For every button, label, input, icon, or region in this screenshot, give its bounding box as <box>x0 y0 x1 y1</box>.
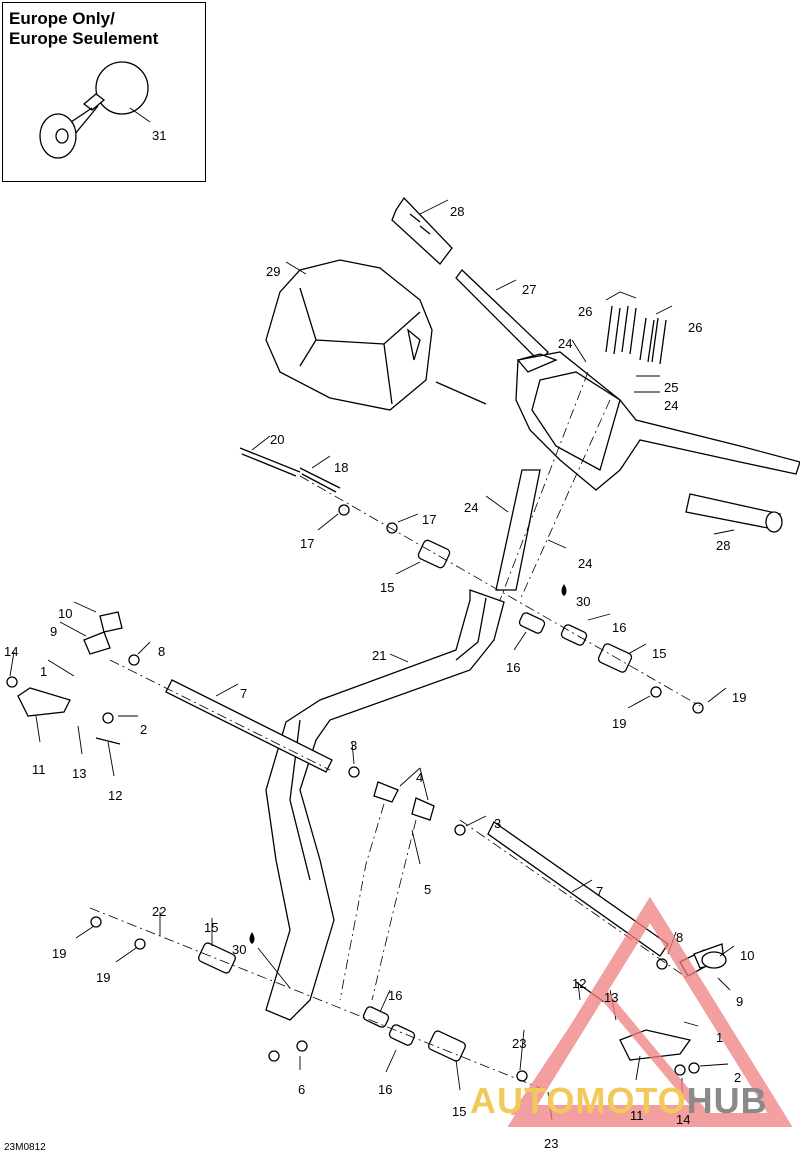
callout-11b: 11 <box>630 1108 644 1123</box>
callout-17b: 17 <box>422 512 436 527</box>
callout-24d: 24 <box>578 556 592 571</box>
europe-only-inset: Europe Only/ Europe Seulement <box>2 2 206 182</box>
callout-19c: 19 <box>52 946 66 961</box>
callout-9b: 9 <box>736 994 743 1009</box>
callout-19b: 19 <box>612 716 626 731</box>
drop-icon <box>561 584 567 596</box>
callout-26a: 26 <box>578 304 592 319</box>
callout-7a: 7 <box>240 686 247 701</box>
callout-19a: 19 <box>732 690 746 705</box>
callout-22: 22 <box>152 904 166 919</box>
callout-13b: 13 <box>604 990 618 1005</box>
inset-title-line2: Europe Seulement <box>9 29 159 48</box>
callout-2b: 2 <box>734 1070 741 1085</box>
callout-6: 6 <box>298 1082 305 1097</box>
callout-16a: 16 <box>612 620 626 635</box>
diagram-code: 23M0812 <box>4 1142 46 1153</box>
callout-25: 25 <box>664 380 678 395</box>
callout-8b: 8 <box>676 930 683 945</box>
callout-labels: 3128292726262425242018241717242815301016… <box>4 128 754 1151</box>
callout-23a: 23 <box>512 1036 526 1051</box>
callout-2a: 2 <box>140 722 147 737</box>
inset-title: Europe Only/ Europe Seulement <box>9 9 158 49</box>
callout-1b: 1 <box>716 1030 723 1045</box>
callout-17a: 17 <box>300 536 314 551</box>
callout-3b: 3 <box>494 816 501 831</box>
callout-23b: 23 <box>544 1136 558 1151</box>
callout-21: 21 <box>372 648 386 663</box>
steering-column-icon <box>265 469 541 1021</box>
callout-18: 18 <box>334 460 348 475</box>
callout-16d: 16 <box>378 1082 392 1097</box>
callout-9a: 9 <box>50 624 57 639</box>
callout-16c: 16 <box>388 988 402 1003</box>
callout-24c: 24 <box>464 500 478 515</box>
callout-16b: 16 <box>506 660 520 675</box>
callout-28b: 28 <box>716 538 730 553</box>
callout-28a: 28 <box>450 204 464 219</box>
callout-13a: 13 <box>72 766 86 781</box>
callout-15a: 15 <box>380 580 394 595</box>
callout-11a: 11 <box>32 762 46 777</box>
horn-icon <box>39 61 149 159</box>
callout-31: 31 <box>152 128 166 143</box>
handlebar-icon <box>455 269 800 491</box>
grip-icon <box>391 196 453 265</box>
steering-arm-icon <box>17 611 123 717</box>
callout-20: 20 <box>270 432 284 447</box>
callout-4: 4 <box>416 770 423 785</box>
callout-30b: 30 <box>232 942 246 957</box>
callout-3a: 3 <box>350 738 357 753</box>
callout-27: 27 <box>522 282 536 297</box>
callout-8a: 8 <box>158 644 165 659</box>
callout-15b: 15 <box>652 646 666 661</box>
callout-24b: 24 <box>664 398 678 413</box>
seat-cover-icon <box>265 259 433 411</box>
callout-5: 5 <box>424 882 431 897</box>
callout-10a: 10 <box>58 606 72 621</box>
tie-rod-icon <box>487 821 669 957</box>
callout-7b: 7 <box>596 884 603 899</box>
watermark-part1: AUTOMOTO <box>470 1080 687 1121</box>
callout-30a: 30 <box>576 594 590 609</box>
callout-1a: 1 <box>40 664 47 679</box>
callout-15c: 15 <box>204 920 218 935</box>
watermark-text: AUTOMOTOHUB <box>470 1080 768 1122</box>
callout-12b: 12 <box>572 976 586 991</box>
inset-title-line1: Europe Only/ <box>9 9 115 28</box>
callout-19d: 19 <box>96 970 110 985</box>
callout-14b: 14 <box>676 1112 690 1127</box>
callout-15d: 15 <box>452 1104 466 1119</box>
tie-rod-icon <box>165 679 333 773</box>
watermark-logo-icon <box>507 896 793 1127</box>
callout-14a: 14 <box>4 644 18 659</box>
grip-icon <box>685 493 783 533</box>
callout-29: 29 <box>266 264 280 279</box>
callout-12a: 12 <box>108 788 122 803</box>
bolt-icon <box>605 305 667 365</box>
callout-26b: 26 <box>688 320 702 335</box>
drop-icon <box>249 932 255 944</box>
callout-24a: 24 <box>558 336 572 351</box>
callout-10b: 10 <box>740 948 754 963</box>
watermark-part2: HUB <box>686 1080 768 1121</box>
leader-line <box>435 381 487 405</box>
